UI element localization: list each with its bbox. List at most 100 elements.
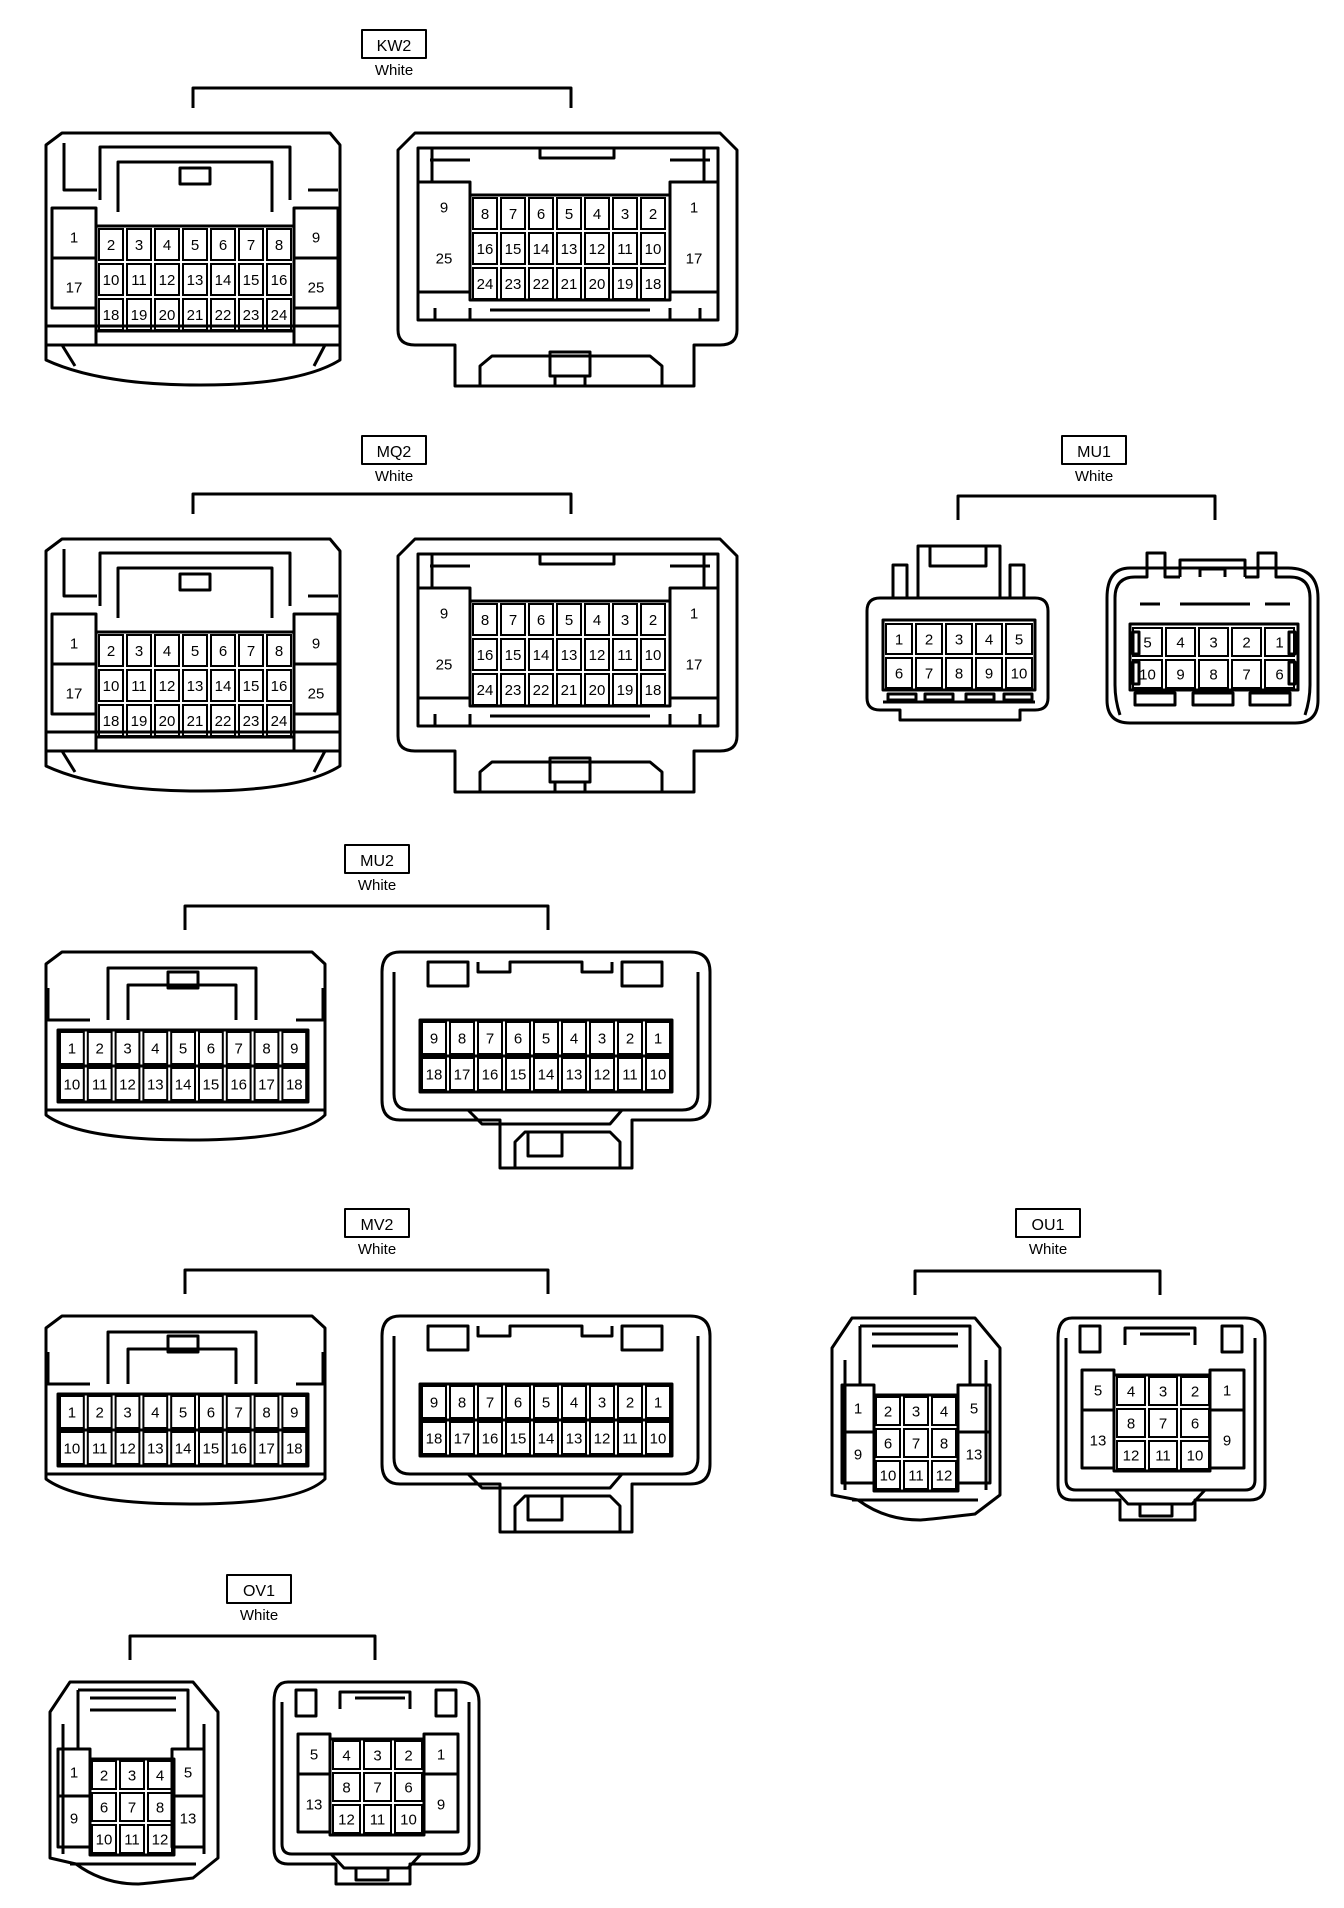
svg-text:5: 5 <box>1015 631 1023 648</box>
connector-mu2-right-pin-5: 5 <box>533 1021 559 1055</box>
connector-ov1-right-pin-8: 8 <box>332 1772 361 1802</box>
connector-mu2-right-pin-9: 9 <box>421 1021 447 1055</box>
connector-ou1-right-pin-4: 4 <box>1116 1376 1146 1406</box>
svg-text:16: 16 <box>482 1066 499 1083</box>
svg-text:8: 8 <box>156 1799 164 1816</box>
svg-text:13: 13 <box>147 1076 164 1093</box>
connector-mu2-right-pin-12: 12 <box>589 1057 615 1091</box>
connector-mv2-right-pin-3: 3 <box>589 1385 615 1419</box>
connector-mq2-id: MQ2 <box>377 444 412 461</box>
svg-text:10: 10 <box>64 1076 81 1093</box>
svg-text:1: 1 <box>1275 634 1283 651</box>
svg-text:10: 10 <box>1187 1447 1204 1464</box>
connector-kw2-right-pin-21: 21 <box>556 267 582 300</box>
svg-text:7: 7 <box>247 237 255 254</box>
svg-text:18: 18 <box>103 307 120 324</box>
connector-mv2-left-pin-18: 18 <box>281 1431 308 1465</box>
svg-text:4: 4 <box>1127 1383 1135 1400</box>
svg-text:11: 11 <box>1155 1447 1171 1464</box>
connector-ov1-right-pin-5: 5 <box>310 1746 318 1763</box>
connector-kw2-left-pin-5: 5 <box>182 228 208 261</box>
connector-mq2-left-pin-1: 1 <box>70 635 78 652</box>
svg-text:10: 10 <box>96 1831 113 1848</box>
connector-mq2-right-pin-21: 21 <box>556 673 582 706</box>
connector-kw2-right-pin-11: 11 <box>612 232 638 265</box>
svg-text:10: 10 <box>645 241 662 258</box>
connector-mq2-right-pin-23: 23 <box>500 673 526 706</box>
connector-mq2-left-pin-4: 4 <box>154 634 180 667</box>
svg-text:2: 2 <box>626 1030 634 1047</box>
connector-mu2-left-pin-9: 9 <box>281 1031 308 1065</box>
connector-mq2-left-pin-16: 16 <box>266 669 292 702</box>
connector-mq2-right-pin-20: 20 <box>584 673 610 706</box>
svg-text:4: 4 <box>570 1394 578 1411</box>
svg-text:2: 2 <box>884 1403 892 1420</box>
connector-ov1-left-pin-8: 8 <box>147 1792 173 1822</box>
connector-ou1-left-pin-13: 13 <box>966 1446 983 1463</box>
connector-mu1-right-pin-2: 2 <box>1231 627 1262 657</box>
connector-mv2-left-pin-5: 5 <box>170 1395 196 1429</box>
connector-mu1-right-pin-3: 3 <box>1198 627 1229 657</box>
connector-mu2-right-pin-1: 1 <box>645 1021 671 1055</box>
svg-text:20: 20 <box>159 307 176 324</box>
svg-text:25: 25 <box>436 250 453 267</box>
svg-text:3: 3 <box>1159 1383 1167 1400</box>
connector-ov1-color: White <box>240 1607 278 1624</box>
connector-mv2-left-pin-14: 14 <box>170 1431 196 1465</box>
svg-text:12: 12 <box>159 272 176 289</box>
svg-text:1: 1 <box>70 229 78 246</box>
svg-text:18: 18 <box>645 682 662 699</box>
connector-kw2-right-pin-2: 2 <box>640 197 666 230</box>
connector-ou1-left-pin-1: 1 <box>854 1400 862 1417</box>
svg-text:9: 9 <box>437 1796 445 1813</box>
connector-mu1-left-pin-5: 5 <box>1005 623 1033 655</box>
svg-text:1: 1 <box>854 1400 862 1417</box>
connector-mv2-right-pin-11: 11 <box>617 1421 643 1455</box>
svg-text:14: 14 <box>175 1076 192 1093</box>
connector-kw2-right-pin-6: 6 <box>528 197 554 230</box>
svg-text:10: 10 <box>645 647 662 664</box>
connector-ov1-right-pin-11: 11 <box>363 1804 392 1834</box>
svg-text:4: 4 <box>570 1030 578 1047</box>
svg-text:11: 11 <box>622 1430 638 1447</box>
connector-mv2-left-pin-1: 1 <box>59 1395 85 1429</box>
svg-text:2: 2 <box>107 643 115 660</box>
connector-mu2-right-pin-13: 13 <box>561 1057 587 1091</box>
connector-kw2-left-pin-13: 13 <box>182 263 208 296</box>
connector-mq2-right-pin-9: 9 <box>440 605 448 622</box>
connector-ou1-left-housing <box>830 1316 1002 1522</box>
connector-mq2-right-pin-3: 3 <box>612 603 638 636</box>
svg-text:9: 9 <box>290 1040 298 1057</box>
svg-text:10: 10 <box>103 272 120 289</box>
svg-text:18: 18 <box>426 1430 443 1447</box>
connector-mu2-right-pin-14: 14 <box>533 1057 559 1091</box>
connector-kw2-right-pin-7: 7 <box>500 197 526 230</box>
connector-kw2-left-pin-23: 23 <box>238 298 264 331</box>
connector-ov1-left-pin-1: 1 <box>70 1764 78 1781</box>
svg-text:15: 15 <box>203 1440 220 1457</box>
connector-kw2-left-pin-20: 20 <box>154 298 180 331</box>
connector-ov1-left-pin-11: 11 <box>119 1824 145 1854</box>
connector-kw2-left-pin-22: 22 <box>210 298 236 331</box>
connector-mq2-left-pin-9: 9 <box>312 635 320 652</box>
svg-text:2: 2 <box>1191 1383 1199 1400</box>
connector-ou1-left-pin-9: 9 <box>854 1446 862 1463</box>
svg-text:3: 3 <box>128 1767 136 1784</box>
connector-mu1-left-pin-6: 6 <box>885 657 913 689</box>
svg-text:7: 7 <box>128 1799 136 1816</box>
connector-kw2-left-housing <box>44 131 342 387</box>
svg-text:1: 1 <box>70 1764 78 1781</box>
svg-text:6: 6 <box>1191 1415 1199 1432</box>
svg-text:13: 13 <box>966 1446 983 1463</box>
connector-kw2-right-pin-19: 19 <box>612 267 638 300</box>
connector-mq2-right-pin-18: 18 <box>640 673 666 706</box>
connector-mv2-left-pin-4: 4 <box>142 1395 169 1429</box>
connector-mv2-left-pin-7: 7 <box>225 1395 252 1429</box>
svg-text:2: 2 <box>107 237 115 254</box>
connector-kw2: KW2 White <box>44 29 739 388</box>
svg-text:15: 15 <box>243 678 260 695</box>
connector-mu2-right-pin-3: 3 <box>589 1021 615 1055</box>
svg-text:2: 2 <box>649 612 657 629</box>
svg-text:12: 12 <box>152 1831 169 1848</box>
svg-text:5: 5 <box>191 643 199 660</box>
